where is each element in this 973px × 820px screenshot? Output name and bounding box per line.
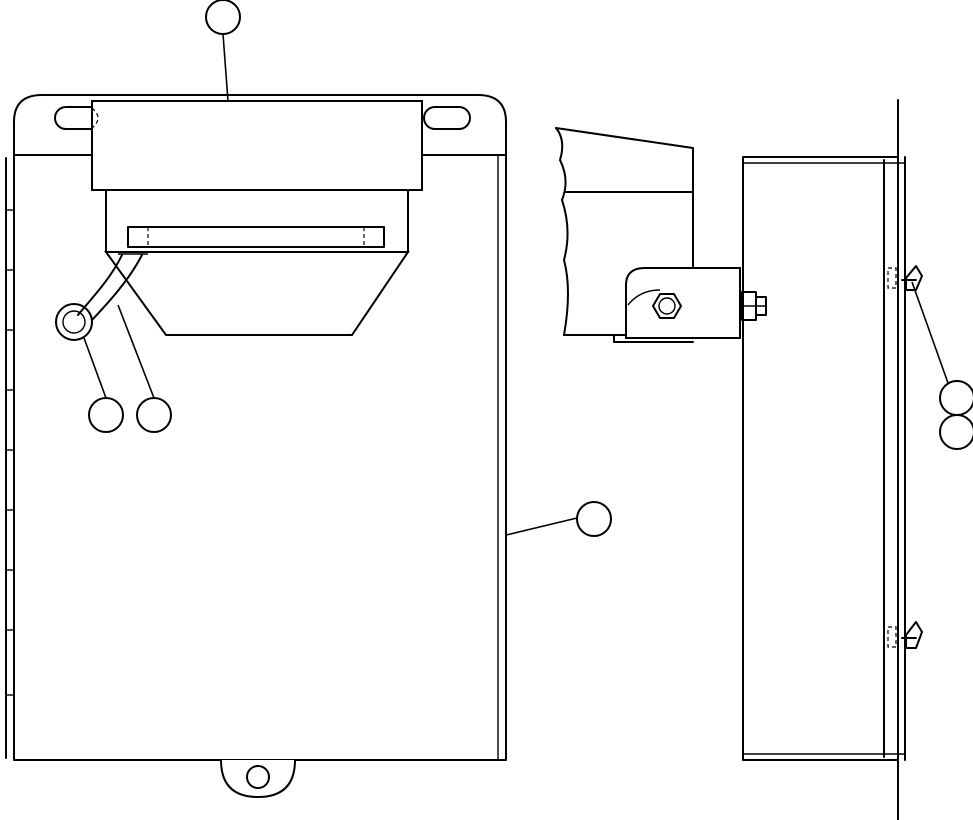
hinge-strip (5, 157, 14, 759)
clevis-bracket (625, 267, 741, 339)
hopper (104, 251, 410, 336)
front-view (5, 33, 578, 799)
slot-right (423, 106, 471, 130)
callout-left-2 (136, 397, 172, 433)
bottom-tab (220, 759, 296, 799)
callout-side-2 (939, 414, 973, 450)
bracket-detail-view (555, 127, 767, 343)
callout-side-1 (939, 380, 973, 416)
side-view (742, 99, 949, 820)
top-flange (13, 94, 507, 156)
bottom-tab-hole (246, 765, 270, 789)
callout-balloons (88, 0, 973, 537)
side-body (742, 156, 899, 761)
housing-window (127, 226, 385, 248)
callout-panel (576, 501, 612, 537)
cable (55, 253, 148, 341)
upper-housing (91, 100, 423, 191)
wing-nut-upper (887, 265, 923, 291)
hex-bolt-head (652, 293, 682, 319)
lower-housing (105, 189, 409, 253)
wing-nut-lower (887, 621, 923, 649)
callout-top (205, 0, 241, 35)
callout-left-1 (88, 397, 124, 433)
